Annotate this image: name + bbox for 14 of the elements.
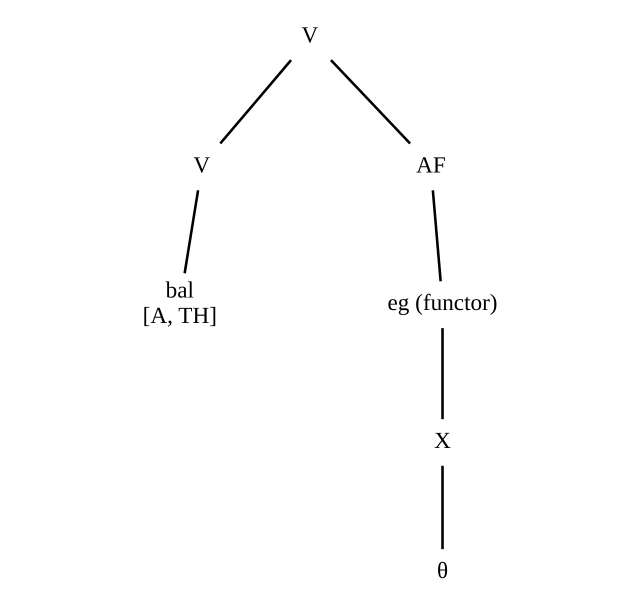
connector bbox=[219, 59, 292, 144]
connector bbox=[330, 59, 412, 144]
connector bbox=[441, 466, 444, 550]
node-text: AF bbox=[416, 152, 446, 178]
node-text: eg (functor) bbox=[388, 290, 498, 316]
node-text: X bbox=[434, 428, 451, 454]
node-text: bal bbox=[166, 277, 194, 304]
connector bbox=[183, 190, 200, 274]
node-text: V bbox=[193, 152, 210, 178]
node-label: [A, TH] bbox=[142, 303, 217, 330]
node-text: θ bbox=[436, 558, 448, 584]
node-text: V bbox=[302, 22, 318, 48]
connector bbox=[441, 328, 444, 420]
connector bbox=[432, 190, 442, 282]
